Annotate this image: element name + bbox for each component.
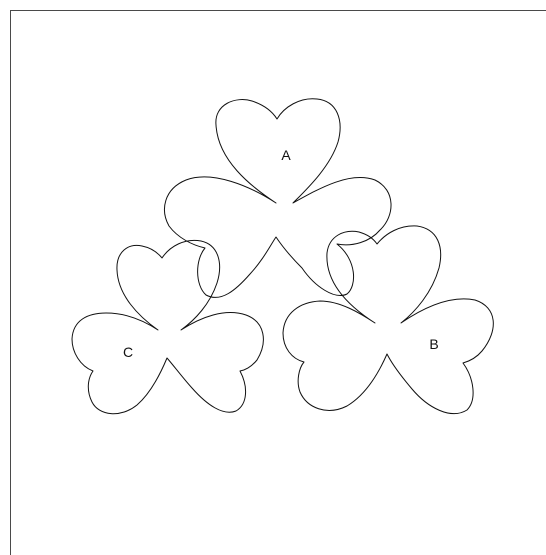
trefoil-c: C: [72, 240, 263, 413]
label-b: B: [429, 336, 438, 352]
trefoil-c-outline: [72, 240, 263, 413]
trefoil-b-outline: [283, 226, 493, 414]
label-c: C: [123, 344, 133, 360]
trefoil-b: B: [283, 226, 493, 414]
trefoil-a: A: [165, 99, 392, 298]
trefoil-a-outline: [165, 99, 392, 298]
label-a: A: [281, 147, 291, 163]
